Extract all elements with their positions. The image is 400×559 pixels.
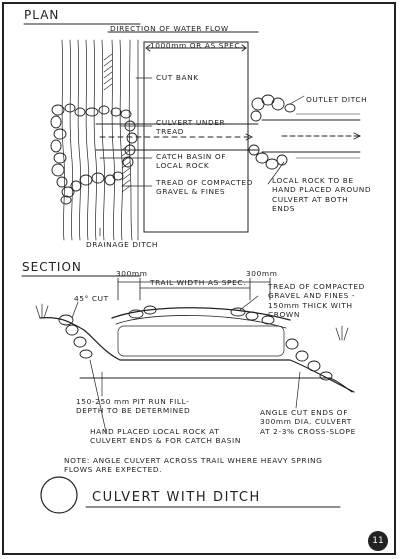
page-number-badge: 11: [368, 531, 388, 551]
outlet-ditch-lines: [261, 113, 362, 159]
label-dim-left: 300mm: [116, 269, 148, 278]
outlet-stones: [248, 94, 296, 170]
label-angle-cut-ends: ANGLE CUT ENDS OF 300mm DIA. CULVERT AT …: [260, 408, 356, 436]
section-leaders: [71, 295, 301, 433]
label-culvert-under-tread: CULVERT UNDER TREAD: [156, 118, 226, 137]
plan-culvert: [95, 123, 259, 151]
label-direction-of-water-flow: DIRECTION OF WATER FLOW: [110, 24, 229, 33]
label-outlet-ditch: OUTLET DITCH: [306, 95, 368, 104]
label-cut-bank: CUT BANK: [156, 73, 199, 82]
cut-bank-texture: [61, 39, 139, 241]
label-tread-crown: TREAD OF COMPACTED GRAVEL AND FINES - 15…: [268, 282, 365, 319]
page-frame: [2, 2, 396, 555]
section-stones: [58, 305, 333, 381]
label-trail-width: TRAIL WIDTH AS SPEC.: [150, 278, 247, 287]
label-pit-run-fill: 150-250 mm PIT RUN FILL- DEPTH TO BE DET…: [76, 397, 191, 416]
drawing-title: CULVERT WITH DITCH: [92, 490, 261, 505]
label-tread-compacted: TREAD OF COMPACTED GRAVEL & FINES: [156, 178, 253, 197]
plan-heading: PLAN: [24, 8, 60, 22]
label-45-cut: 45° CUT: [74, 294, 109, 303]
section-dimensions: [117, 277, 271, 301]
title-circle: [40, 476, 78, 514]
label-hand-placed-rock: HAND PLACED LOCAL ROCK AT CULVERT ENDS &…: [90, 427, 241, 446]
grass-tufts: [35, 303, 349, 341]
label-dim-right: 300mm: [246, 269, 278, 278]
fill-base: [79, 377, 353, 393]
culvert-corrugations: [117, 325, 285, 357]
label-width-spec: 1000mm OR AS SPEC.: [150, 41, 244, 50]
note-text: NOTE: ANGLE CULVERT ACROSS TRAIL WHERE H…: [64, 456, 323, 475]
label-catch-basin: CATCH BASIN OF LOCAL ROCK: [156, 152, 227, 171]
plan-leaders: [99, 77, 305, 237]
trail-crown: [111, 307, 291, 321]
ground-profile: [39, 317, 355, 393]
plan-tread-outline: [143, 41, 249, 233]
section-heading: SECTION: [22, 260, 82, 274]
label-local-rock: LOCAL ROCK TO BE HAND PLACED AROUND CULV…: [272, 176, 372, 213]
label-drainage-ditch: DRAINAGE DITCH: [86, 240, 159, 249]
